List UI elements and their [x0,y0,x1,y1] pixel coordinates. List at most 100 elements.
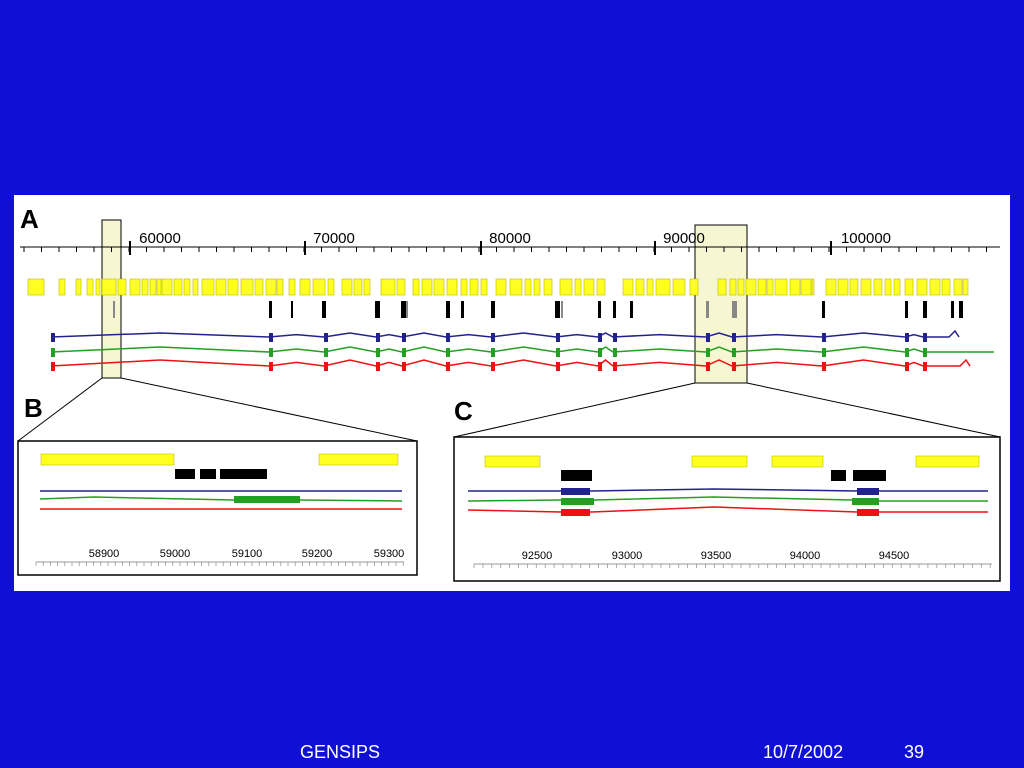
exon-mark [706,362,710,371]
yellow-feature [774,278,788,296]
yellow-feature [353,278,363,296]
ruler-c-label: 92500 [522,550,553,562]
yellow-feature [691,455,748,468]
exon-mark [732,362,736,371]
exon-mark [376,333,380,342]
black-feature [561,470,592,481]
exon-mark [598,362,602,371]
zoom-connector-c-right [746,382,1001,438]
yellow-feature [559,278,573,296]
panel-b-letter: B [24,393,43,423]
yellow-feature [849,278,859,296]
yellow-feature [156,278,162,296]
yellow-feature [201,278,215,296]
exon-mark [822,362,826,371]
yellow-feature [837,278,849,296]
yellow-feature [469,278,479,296]
yellow-feature [288,278,296,296]
yellow-feature [95,278,101,296]
ruler-b-ticks [35,562,404,566]
panel-a-letter: A [20,204,39,234]
gene-model-green [50,346,994,353]
red-exon [561,509,590,516]
yellow-feature [893,278,901,296]
yellow-feature [75,278,82,296]
ruler-b-label: 59200 [302,548,333,560]
yellow-feature [646,278,654,296]
yellow-feature-track [27,278,969,296]
exon-mark [732,348,736,357]
yellow-feature [173,278,183,296]
black-feature [491,301,495,318]
yellow-feature [583,278,595,296]
exon-mark [732,333,736,342]
panel-c: C 92500 93000 93500 94000 94500 [453,396,1001,582]
yellow-feature [433,278,445,296]
genome-figure: A 60000 70000 80000 90000 100000 B [14,195,1010,591]
yellow-feature [192,278,199,296]
black-feature [613,301,616,318]
yellow-feature [771,455,824,468]
exon-mark [402,348,406,357]
yellow-feature [27,278,45,296]
zoom-connector-b-left [17,377,103,442]
ruler-b-label: 58900 [89,548,120,560]
ruler-b-label: 59100 [232,548,263,560]
exon-mark [905,348,909,357]
black-feature [959,301,963,318]
yellow-feature [766,278,774,296]
black-feature [375,301,380,318]
yellow-feature [689,278,699,296]
exon-mark [905,362,909,371]
ruler-c-label: 94500 [879,550,910,562]
yellow-feature [341,278,353,296]
ruler-a-label: 60000 [139,230,181,247]
black-feature [291,301,293,318]
exon-marks [51,333,927,371]
black-feature [598,301,601,318]
black-feature [461,301,464,318]
yellow-feature [396,278,406,296]
yellow-feature [40,453,175,466]
yellow-feature [884,278,892,296]
black-feature [853,470,886,481]
footer-page-number: 39 [904,742,925,762]
exon-mark [491,333,495,342]
exon-mark [51,348,55,357]
yellow-feature [129,278,141,296]
ruler-a-label: 70000 [313,230,355,247]
ruler-c-ticks [473,564,991,568]
ruler-a-label: 100000 [841,230,891,247]
yellow-feature [117,278,127,296]
yellow-feature [789,278,801,296]
yellow-feature [574,278,582,296]
yellow-feature [240,278,254,296]
black-feature [831,470,846,481]
exon-mark [556,362,560,371]
exon-mark [556,333,560,342]
yellow-feature [543,278,553,296]
yellow-feature [811,278,815,296]
red-exon [857,509,879,516]
exon-mark [324,333,328,342]
yellow-feature [86,278,94,296]
exon-mark [706,348,710,357]
exon-mark [51,362,55,371]
yellow-feature [962,278,969,296]
yellow-feature [141,278,149,296]
yellow-feature [312,278,326,296]
yellow-feature [929,278,941,296]
yellow-feature [524,278,532,296]
zoom-connector-b-right [120,377,418,442]
ruler-c-label: 93000 [612,550,643,562]
exon-mark [376,362,380,371]
ruler-c-label: 94000 [790,550,821,562]
yellow-feature [484,455,541,468]
exon-mark [905,333,909,342]
yellow-feature [596,278,606,296]
exon-mark [706,333,710,342]
highlight-box-b [101,219,122,379]
yellow-feature [915,455,980,468]
yellow-feature [446,278,458,296]
yellow-feature [265,278,277,296]
